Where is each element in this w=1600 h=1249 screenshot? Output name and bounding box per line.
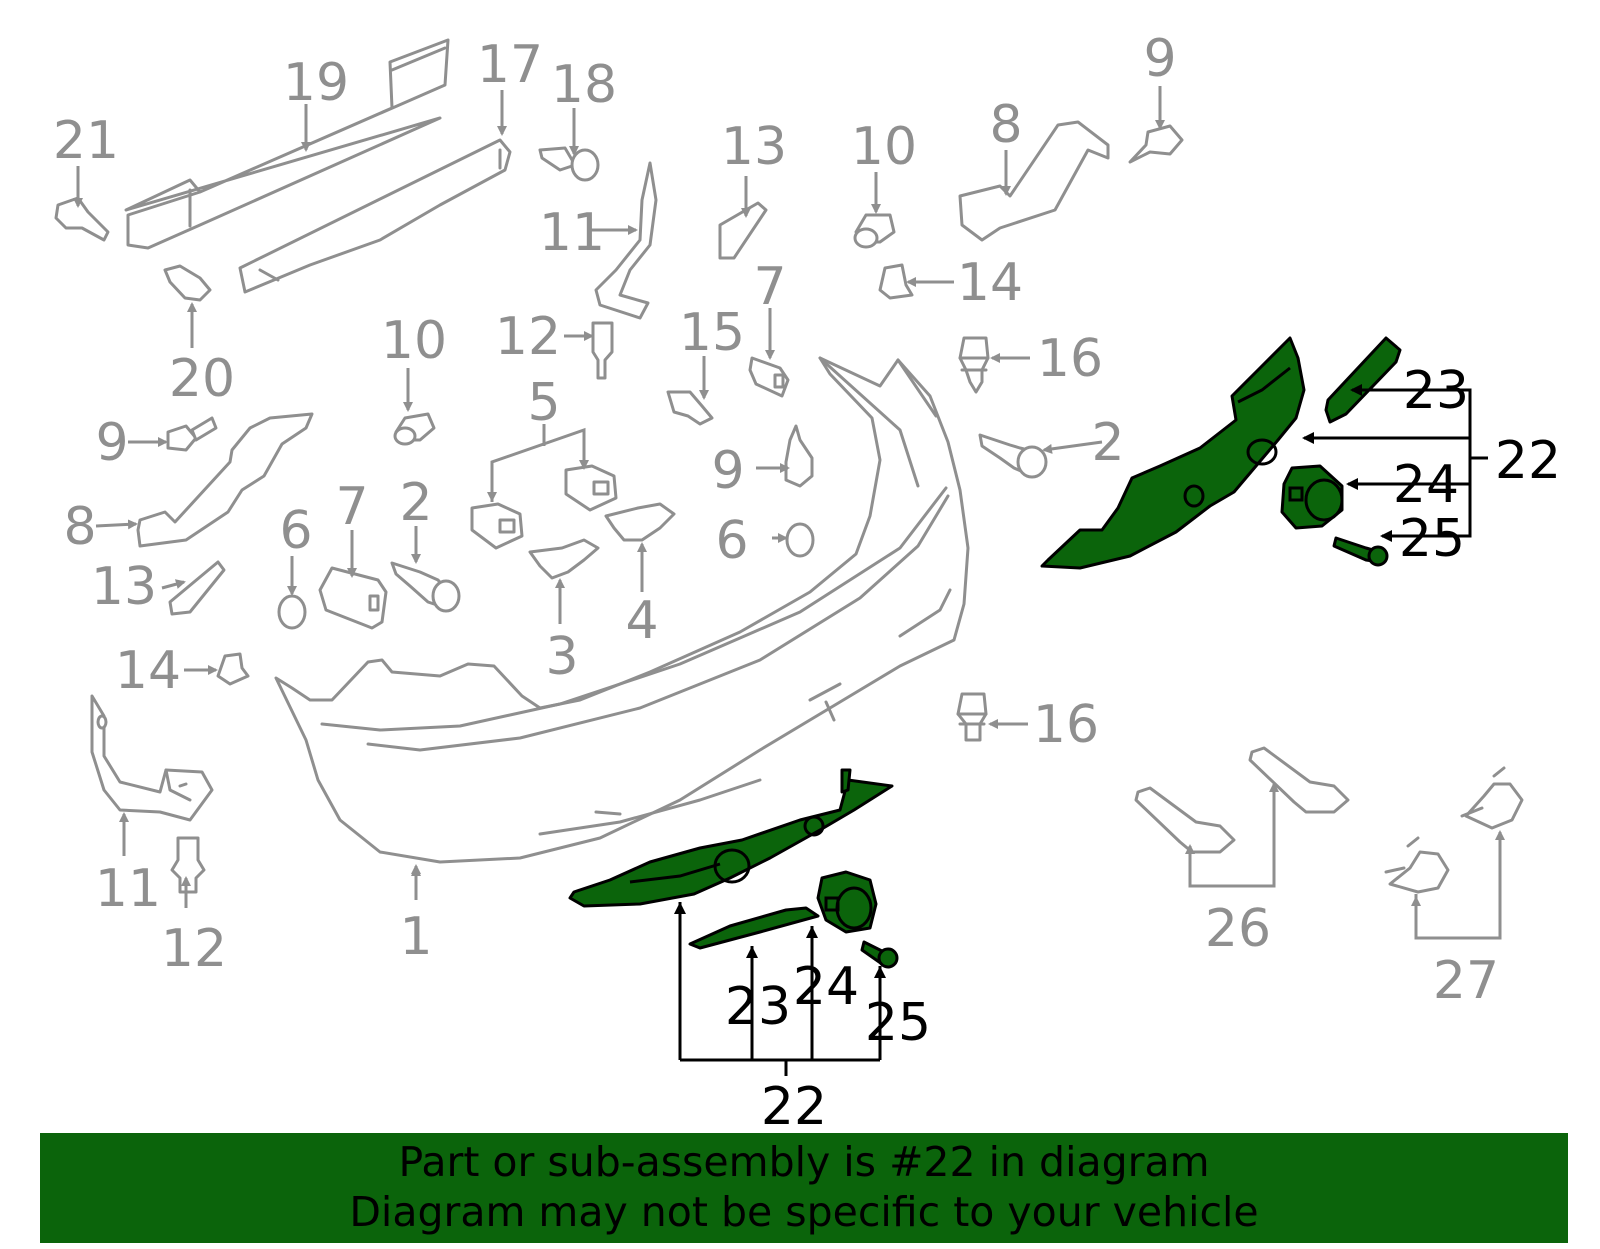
bracket-part-11-upper [594, 161, 658, 320]
callout-1: 1 [399, 907, 432, 967]
black-leader-lines [674, 384, 1488, 1076]
callout-13-upper: 13 [721, 117, 787, 177]
callout-23-lower: 23 [725, 977, 791, 1037]
callout-2-left: 2 [399, 473, 432, 533]
callout-22-right: 22 [1495, 431, 1561, 491]
callout-11-upper: 11 [539, 203, 605, 263]
nut-part-10-middle [393, 412, 436, 446]
bracket-part-8-left [136, 412, 314, 548]
info-banner: Part or sub-assembly is #22 in diagram D… [40, 1133, 1568, 1243]
callout-17: 17 [477, 35, 543, 95]
callout-11-lower: 11 [95, 859, 161, 919]
reinforcement-part-17 [238, 138, 512, 294]
callout-25-right: 25 [1399, 509, 1465, 569]
trim-strip-part-23-right [1324, 336, 1402, 424]
grommet-part-18 [538, 146, 600, 182]
callout-25-lower: 25 [865, 993, 931, 1053]
sensor-bracket-part-26-right [1248, 746, 1350, 814]
fastener-part-2-upper [978, 433, 1048, 479]
callout-14-left: 14 [115, 641, 181, 701]
callout-10-middle: 10 [381, 311, 447, 371]
clip-part-5-left [470, 502, 524, 550]
pin-part-12-lower [170, 836, 206, 894]
clip-part-13-upper [718, 201, 768, 260]
fastener-part-2-left [390, 561, 461, 613]
nut-part-10-upper [853, 213, 896, 249]
screw-part-9-middle [784, 424, 814, 488]
clip-part-13-left [168, 560, 226, 616]
callout-21: 21 [53, 111, 119, 171]
callout-27: 27 [1433, 951, 1499, 1011]
sensor-bracket-part-22-lower [568, 768, 894, 908]
callout-10-upper: 10 [851, 117, 917, 177]
sensor-retainer-part-27-right [1460, 766, 1524, 830]
bumper-cover-part-1 [274, 356, 970, 864]
gray-leader-lines [73, 86, 1505, 940]
sensor-retainer-part-27-left [1384, 836, 1450, 894]
callout-2-right: 2 [1091, 413, 1124, 473]
banner-line-2: Diagram may not be specific to your vehi… [349, 1188, 1259, 1236]
clip-part-5-right [564, 464, 618, 512]
bracket-part-7-upper [748, 356, 790, 398]
sensor-part-24-lower [816, 870, 878, 934]
banner-line-1: Part or sub-assembly is #22 in diagram [398, 1138, 1210, 1186]
callout-3: 3 [545, 627, 578, 687]
callout-12-upper: 12 [495, 307, 561, 367]
bracket-part-8-right [958, 120, 1110, 242]
callout-9-top: 9 [1143, 29, 1176, 89]
pin-part-12-upper [591, 321, 614, 380]
sensor-bracket-part-26-left [1134, 786, 1236, 854]
callout-15: 15 [679, 303, 745, 363]
clip-part-14-upper [878, 263, 914, 300]
screw-part-9-top [1128, 124, 1184, 164]
screw-part-9-left [166, 416, 218, 452]
callout-20: 20 [169, 349, 235, 409]
clip-part-16-lower [956, 692, 988, 742]
grommet-part-6-middle [785, 522, 815, 558]
clip-part-16-upper [958, 336, 990, 394]
callout-24-lower: 24 [793, 957, 859, 1017]
callout-14-right: 14 [957, 253, 1023, 313]
callout-18: 18 [551, 55, 617, 115]
sensor-part-24-right [1280, 464, 1344, 530]
callout-26: 26 [1205, 899, 1271, 959]
callout-7-left: 7 [335, 477, 368, 537]
absorber-part-19 [124, 38, 450, 250]
bracket-part-11-lower [90, 694, 214, 822]
callout-12-lower: 12 [161, 919, 227, 979]
callout-5: 5 [527, 373, 560, 433]
grommet-part-6-left [277, 594, 307, 630]
callout-16-lower: 16 [1033, 695, 1099, 755]
callout-6-middle: 6 [715, 511, 748, 571]
clip-part-14-left [216, 652, 250, 686]
bracket-part-7-left [318, 566, 388, 630]
callout-8-left: 8 [63, 497, 96, 557]
callout-4: 4 [625, 591, 658, 651]
bracket-part-4 [604, 502, 676, 542]
callout-6-left: 6 [279, 501, 312, 561]
bolt-part-20 [163, 264, 212, 302]
sensor-bracket-part-22-right [1040, 336, 1306, 570]
callout-23-right: 23 [1403, 361, 1469, 421]
screw-part-25-right [1332, 536, 1389, 567]
callout-9-middle: 9 [711, 441, 744, 501]
callout-16-upper: 16 [1037, 329, 1103, 389]
callout-24-right: 24 [1393, 455, 1459, 515]
trim-strip-part-23-lower [688, 906, 820, 950]
callout-22-lower: 22 [761, 1077, 827, 1137]
callout-8-right: 8 [989, 95, 1022, 155]
bracket-part-3 [528, 538, 600, 580]
callout-13-left: 13 [91, 557, 157, 617]
bolt-part-21 [54, 196, 110, 242]
callout-9-left: 9 [95, 413, 128, 473]
screw-part-25-lower [860, 940, 899, 969]
callout-19: 19 [283, 53, 349, 113]
callout-7-upper: 7 [753, 257, 786, 317]
clip-part-15 [666, 390, 714, 426]
